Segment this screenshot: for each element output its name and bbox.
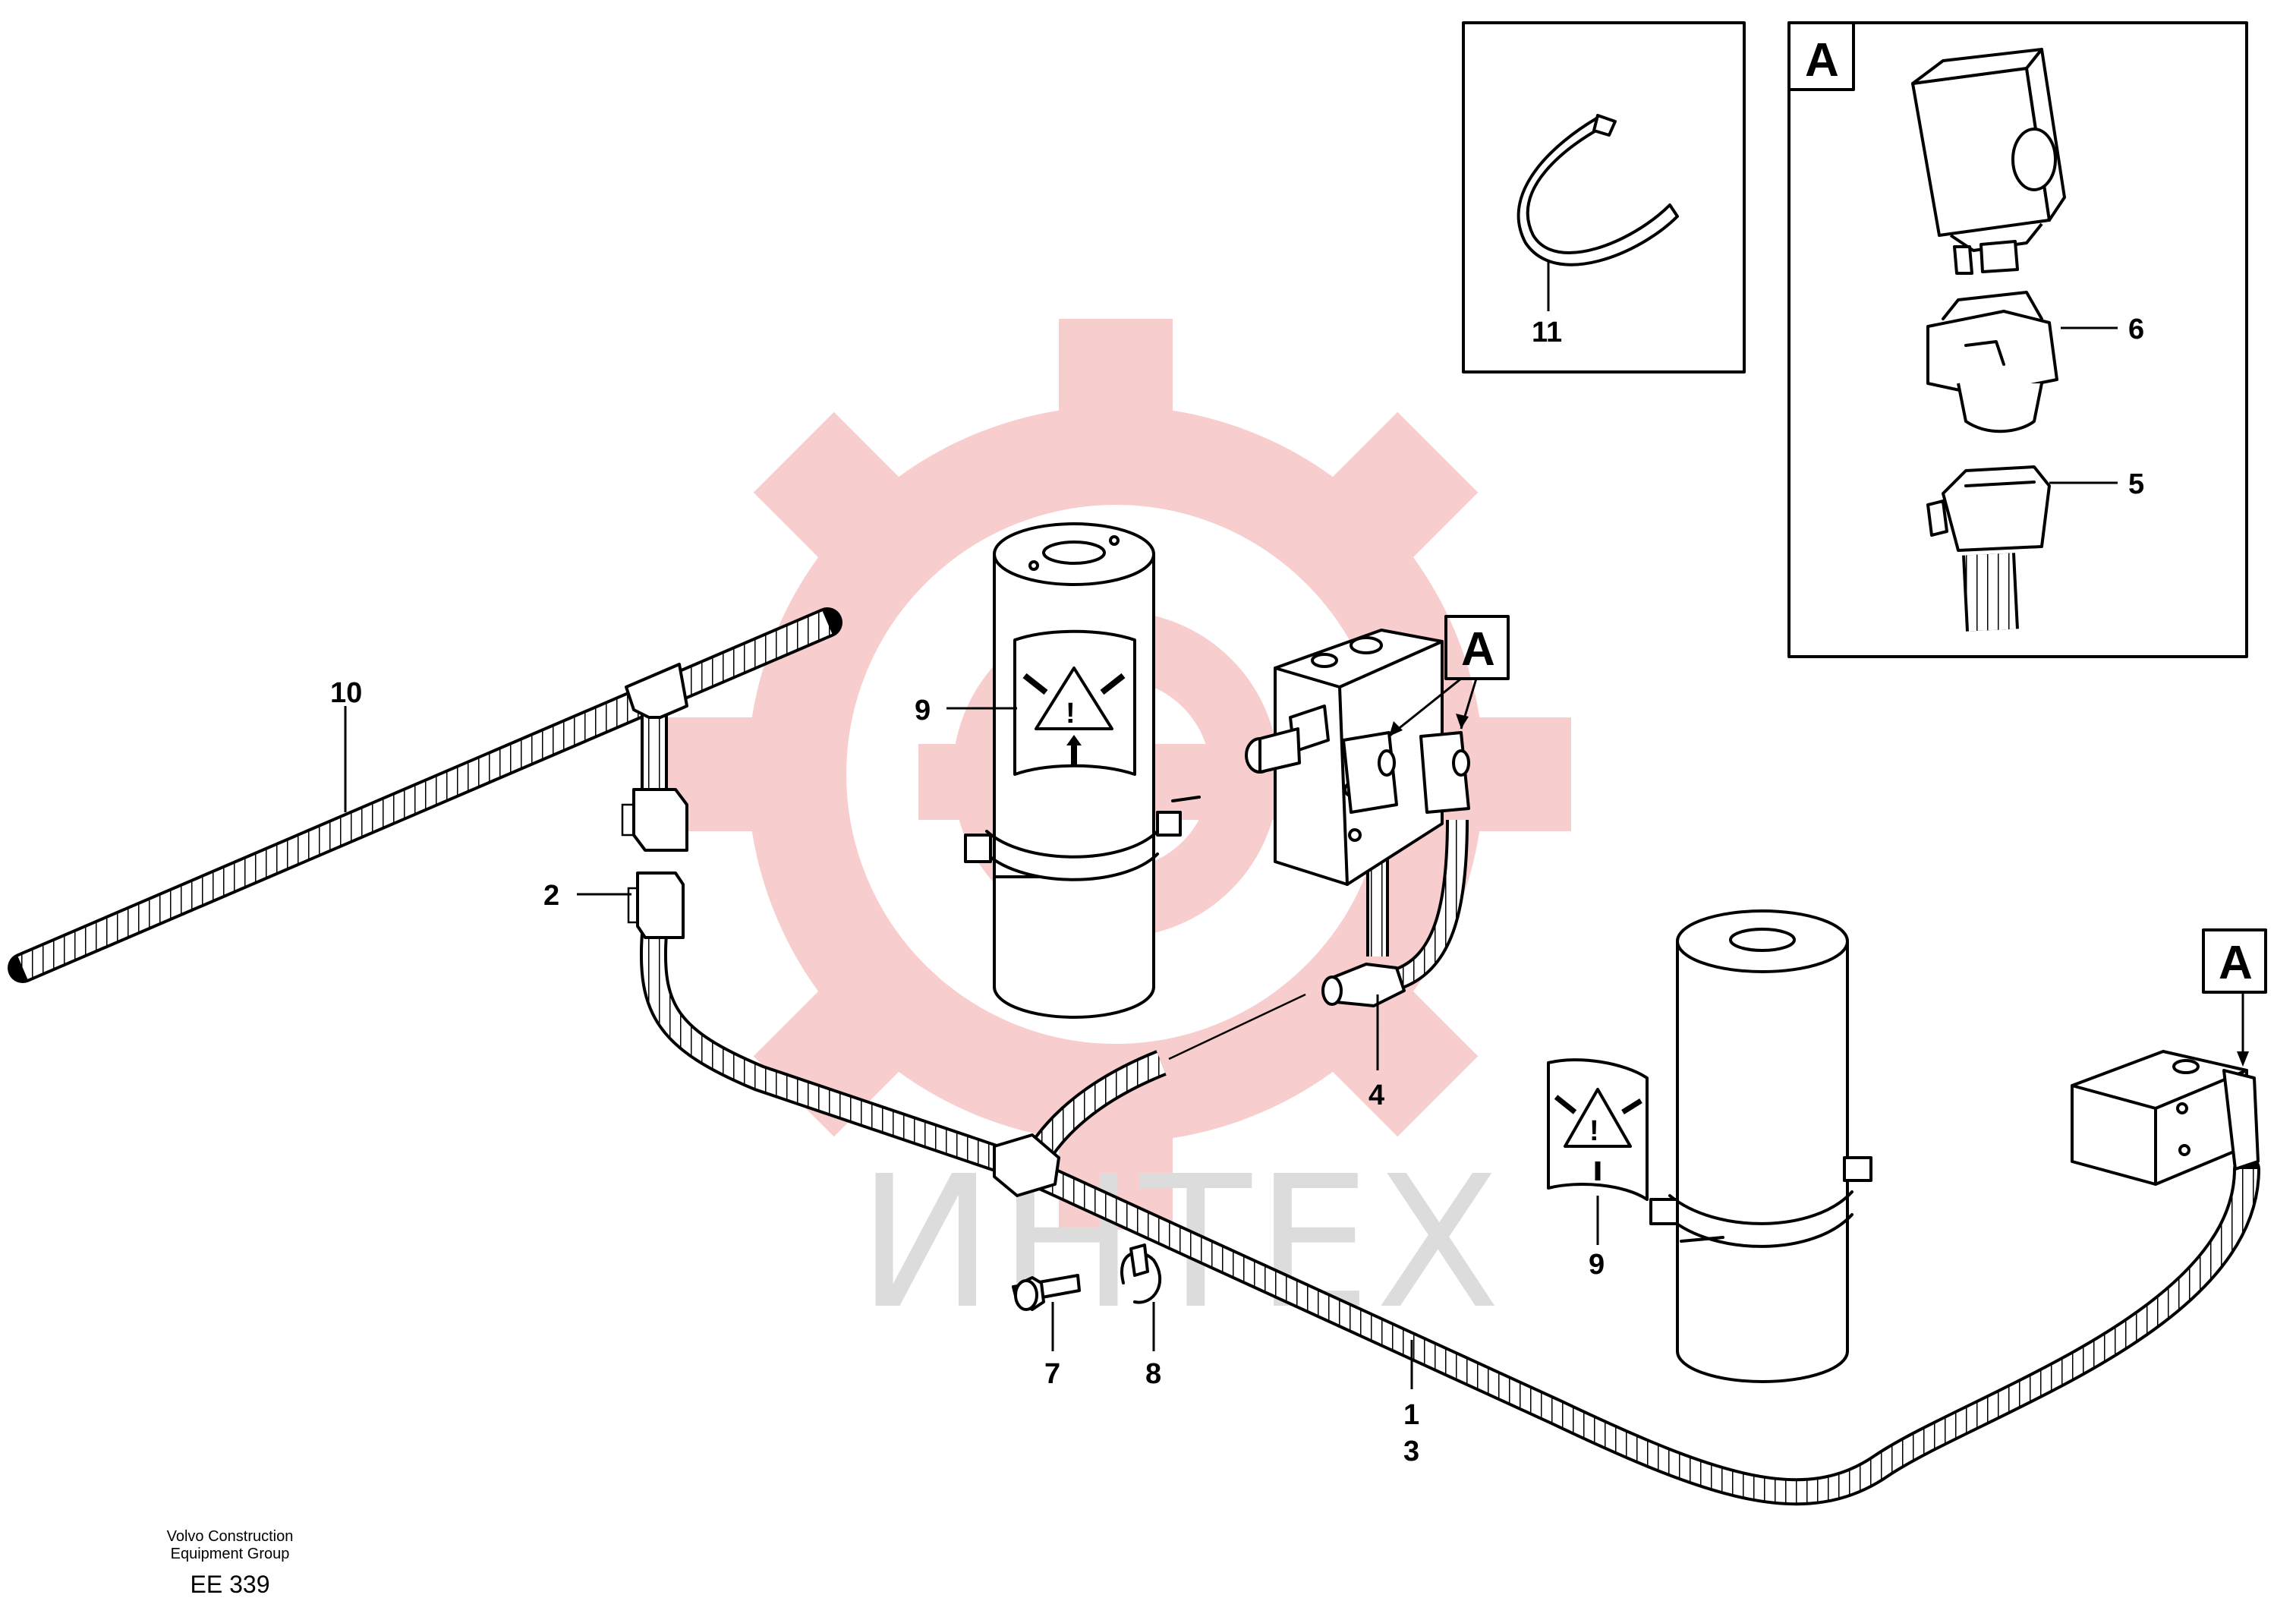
callout-11: 11 <box>1532 317 1562 348</box>
solenoid-coil-1 <box>1342 731 1398 814</box>
connector-2 <box>621 788 688 939</box>
callout-10: 10 <box>330 677 362 709</box>
detail-marker-right-label: A <box>2219 937 2253 989</box>
detail-marker-valve-label: A <box>1461 623 1495 676</box>
detail-box-label: A <box>1805 34 1839 87</box>
svg-text:!: ! <box>1589 1115 1599 1147</box>
warning-triangle-icon: ! <box>1035 667 1113 730</box>
solenoid-coil-2 <box>1419 731 1470 814</box>
company-name-line2: Equipment Group <box>171 1546 290 1562</box>
connector-housing-6 <box>1926 291 2058 433</box>
tee-fitting-upper <box>625 663 688 719</box>
connector-plug-5 <box>1926 465 2051 632</box>
callout-6: 6 <box>2128 314 2144 345</box>
callout-8: 8 <box>1145 1358 1161 1390</box>
callout-2: 2 <box>543 880 559 912</box>
accumulator-right <box>1649 909 1872 1383</box>
solenoid-block-right <box>2071 1050 2260 1186</box>
cable-tie-11 <box>1516 114 1679 266</box>
tee-fitting-lower <box>993 1133 1060 1197</box>
inset-box-cable-tie <box>1462 21 1746 373</box>
detail-box-A <box>1787 21 2248 658</box>
warning-decal-right: ! <box>1547 1058 1649 1201</box>
callout-1: 1 <box>1403 1399 1419 1431</box>
company-name-line1: Volvo Construction <box>167 1528 294 1545</box>
svg-text:!: ! <box>1066 698 1076 730</box>
callout-3: 3 <box>1403 1436 1419 1467</box>
pressure-arrows-icon <box>1022 673 1126 767</box>
pressure-arrows-icon <box>1554 1095 1642 1180</box>
tee-fitting-valve <box>1321 963 1406 1007</box>
callout-4: 4 <box>1368 1079 1384 1111</box>
drawing-id: EE 339 <box>191 1571 270 1598</box>
callout-7: 7 <box>1044 1358 1060 1390</box>
callout-9-left: 9 <box>915 695 931 726</box>
leader-lines <box>344 706 1599 1389</box>
screw-7 <box>1012 1274 1081 1311</box>
callout-5: 5 <box>2128 468 2144 500</box>
solenoid-coil-detail <box>1911 48 2066 275</box>
warning-triangle-icon: ! <box>1564 1088 1632 1148</box>
warning-decal-left: ! <box>1013 629 1136 776</box>
detail-marker-right <box>2202 928 2267 1067</box>
detail-marker-valve <box>1388 615 1510 738</box>
clamp-8 <box>1120 1243 1162 1304</box>
callout-9-right: 9 <box>1589 1249 1605 1281</box>
